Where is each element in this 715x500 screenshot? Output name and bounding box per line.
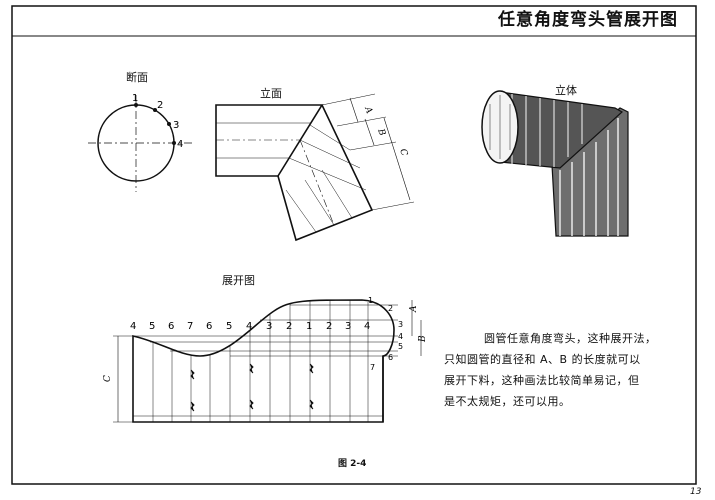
dev-right-number: 3 <box>398 320 403 329</box>
elevation-generator <box>321 169 353 219</box>
dev-top-number: 6 <box>206 321 212 332</box>
page-number: 13 <box>690 487 702 497</box>
dev-top-numbers: 4 5 6 7 6 5 4 3 2 1 2 3 4 <box>130 321 370 332</box>
dimension-extension <box>349 141 397 151</box>
elevation-generator <box>304 179 335 226</box>
description-line: 是不太规矩，还可以用。 <box>444 395 571 408</box>
section-view: 1 2 3 4 <box>88 93 192 192</box>
dev-top-number: 2 <box>286 321 292 332</box>
drawing-title: 任意角度弯头管展开图 <box>498 10 678 30</box>
drawing-frame <box>11 5 697 485</box>
dimension-extension <box>321 93 376 106</box>
dev-top-number: 3 <box>266 321 272 332</box>
description-text: 圆管任意角度弯头，这种展开法， 只知圆管的直径和 A、B 的长度就可以 展开下料… <box>444 328 694 412</box>
dev-top-number: 6 <box>168 321 174 332</box>
isometric-view-label: 立体 <box>555 84 577 97</box>
elevation-dim-a: A <box>362 105 374 116</box>
section-point-1 <box>134 103 138 107</box>
dev-right-number: 4 <box>398 332 403 341</box>
dev-top-number: 1 <box>306 321 312 332</box>
section-label-1: 1 <box>132 93 138 104</box>
elevation-generator <box>285 189 317 233</box>
section-label-2: 2 <box>157 100 163 111</box>
development-view-label: 展开图 <box>222 274 255 287</box>
section-point-3 <box>167 122 171 126</box>
cut-marks <box>190 363 314 412</box>
figure-caption: 图 2-4 <box>338 459 367 469</box>
section-label-4: 4 <box>177 139 183 150</box>
dev-right-number: 5 <box>398 342 403 351</box>
elevation-generator <box>309 124 351 151</box>
isometric-view <box>481 90 629 237</box>
description-line: 展开下料，这种画法比较简单易记，但 <box>444 374 640 387</box>
dev-dim-b: B <box>418 335 428 343</box>
elevation-dim-c: C <box>397 148 409 158</box>
elevation-view: A B C <box>215 93 415 242</box>
development-view: C A B 4 5 6 7 6 5 4 3 2 1 2 3 4 1 2 3 4 … <box>103 296 428 423</box>
elevation-view-label: 立面 <box>260 87 282 100</box>
dimension-b-line <box>364 118 375 146</box>
elevation-generator <box>299 139 361 169</box>
section-view-label: 断面 <box>126 71 148 84</box>
dimension-extension <box>371 201 415 211</box>
iso-opening-hatch <box>489 95 511 159</box>
section-label-3: 3 <box>173 120 179 131</box>
dev-right-number: 7 <box>370 363 375 372</box>
dev-top-number: 4 <box>130 321 136 332</box>
dev-top-number: 5 <box>226 321 232 332</box>
section-point-2 <box>153 108 157 112</box>
dev-top-number: 4 <box>246 321 252 332</box>
dev-top-number: 3 <box>345 321 351 332</box>
elevation-angled-pipe <box>277 104 374 242</box>
dev-right-numbers: 1 2 3 4 5 6 7 <box>368 296 403 372</box>
elevation-dim-b: B <box>375 127 387 138</box>
dev-top-number: 7 <box>187 321 193 332</box>
elevation-centerline-a <box>299 139 335 226</box>
iso-vertical-hatch <box>559 118 619 236</box>
dev-dim-a: A <box>409 305 419 313</box>
dev-dim-c: C <box>103 375 113 382</box>
description-line: 圆管任意角度弯头，这种展开法， <box>484 332 657 345</box>
dev-top-number: 4 <box>364 321 370 332</box>
section-point-4 <box>172 141 176 145</box>
division-lines <box>152 300 369 422</box>
dimension-extension <box>336 116 387 127</box>
description-line: 只知圆管的直径和 A、B 的长度就可以 <box>444 353 641 366</box>
dimension-c-line <box>383 117 411 201</box>
elevation-generator <box>288 157 367 191</box>
dev-top-number: 5 <box>149 321 155 332</box>
dev-top-number: 2 <box>326 321 332 332</box>
dev-right-number: 2 <box>388 304 393 313</box>
dimension-a-line <box>349 97 359 123</box>
dev-right-number: 6 <box>388 353 393 362</box>
dev-right-number: 1 <box>368 296 373 305</box>
